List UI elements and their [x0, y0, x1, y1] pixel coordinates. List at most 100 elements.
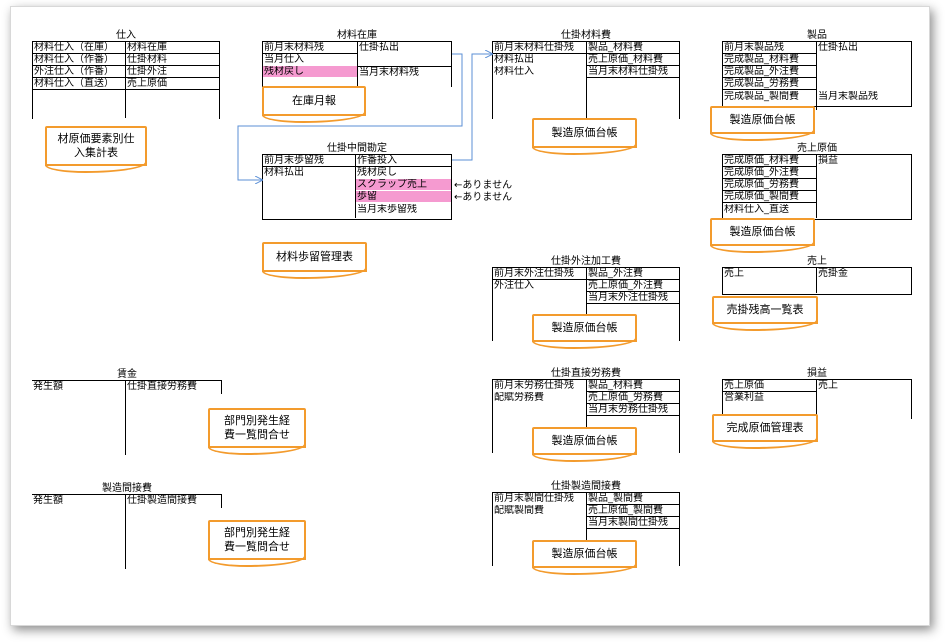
account-uriage-genka: 売上原価 完成原価_材料費 完成原価_外注費 完成原価_労務費 完成原価_製間費… — [722, 143, 912, 220]
debit-item: 完成製品_材料費 — [723, 54, 816, 66]
credit-item: 売上原価_材料費 — [587, 54, 679, 66]
document-cost-ledger-4: 製造原価台帳 — [532, 314, 637, 349]
debit-item: 営業利益 — [724, 392, 764, 403]
account-title: 売上原価 — [797, 143, 837, 154]
credit-item: 当月末製品残 — [818, 91, 878, 102]
document-completed-cost: 完成原価管理表 — [712, 414, 818, 449]
credit-item: 売上原価_製間費 — [587, 505, 679, 517]
credit-item: 当月末歩留残 — [357, 204, 417, 215]
debit-item: 完成製品_労務費 — [723, 78, 816, 90]
debit-item: 当月仕入 — [264, 54, 304, 65]
account-title: 売上 — [807, 256, 827, 267]
document-dept-expense-1: 部門別発生経費一覧問合せ — [208, 408, 306, 455]
debit-item: 売上 — [724, 268, 744, 279]
debit-item: 完成製品_製間費 — [724, 91, 799, 102]
account-gaichu: 仕掛外注加工費 前月末外注仕掛残 外注仕入 製品_外注費 売上原価_外注費 当月… — [492, 256, 680, 341]
debit-item: 前月末外注仕掛残 — [493, 268, 586, 280]
account-title: 仕入 — [116, 30, 136, 41]
debit-item: 売上原価 — [723, 380, 816, 392]
document-cost-ledger-3: 製造原価台帳 — [710, 218, 815, 253]
debit-item: 発生額 — [33, 495, 63, 506]
account-title: 仕掛製造間接費 — [551, 481, 621, 492]
credit-item: 当月末材料残 — [358, 66, 451, 78]
debit-item: 外注仕入 — [494, 280, 534, 291]
document-zaiko-report: 在庫月報 — [262, 86, 366, 123]
credit-item: 製品_製間費 — [587, 493, 679, 505]
credit-item: 売掛金 — [818, 268, 848, 279]
account-chukan: 仕掛中間勘定 前月末歩留残 材料払出 作番投入 残材戻し スクラップ売上 歩留 … — [262, 143, 452, 220]
debit-item: 完成原価_外注費 — [723, 167, 816, 179]
debit-item: 完成原価_労務費 — [723, 179, 816, 191]
debit-item: 材料仕入（在庫） — [33, 42, 125, 54]
debit-item: 材料仕入（作番） — [33, 54, 125, 66]
credit-item: 製品_材料費 — [587, 42, 679, 54]
credit-item: 仕掛外注 — [126, 66, 219, 78]
document-dept-expense-2: 部門別発生経費一覧問合せ — [208, 520, 306, 567]
debit-item: 材料払出 — [264, 167, 304, 178]
debit-item: 前月末製品残 — [723, 42, 816, 54]
account-shiire: 仕入 材料仕入（在庫） 材料仕入（作番） 外注仕入（作番） 材料仕入（直送） 材… — [32, 30, 220, 119]
credit-item: 当月末外注仕掛残 — [587, 292, 679, 304]
account-romu: 仕掛直接労務費 前月末労務仕掛残 配賦労務費 製品_材料費 売上原価_労務費 当… — [492, 368, 680, 453]
debit-item: 完成製品_外注費 — [723, 66, 816, 78]
debit-item: 材料仕入 — [494, 66, 534, 77]
document-cost-ledger-1: 製造原価台帳 — [532, 118, 637, 155]
credit-item: 仕掛払出 — [359, 42, 399, 53]
debit-item: 前月末材料仕掛残 — [493, 42, 586, 54]
account-zaiko: 材料在庫 前月末材料残 当月仕入 残材戻し 仕掛払出 当月末材料残 — [262, 30, 452, 87]
credit-item: 製品_材料費 — [587, 380, 679, 392]
debit-item: 前月末労務仕掛残 — [494, 380, 574, 391]
credit-item: 残材戻し — [357, 167, 397, 178]
account-title: 製品 — [807, 30, 827, 41]
debit-item: 材料払出 — [494, 54, 534, 65]
credit-item: 仕掛直接労務費 — [127, 381, 197, 392]
debit-item: 発生額 — [33, 381, 63, 392]
debit-item: 前月末歩留残 — [263, 155, 355, 167]
account-uriage: 売上 売上 売掛金 — [722, 256, 912, 295]
debit-item-highlight: 残材戻し — [263, 66, 357, 77]
account-title: 仕掛中間勘定 — [327, 143, 387, 154]
account-soneki: 損益 売上原価 営業利益 売上 — [722, 368, 912, 419]
credit-item: 損益 — [818, 155, 838, 166]
credit-item: 売上原価 — [126, 78, 219, 90]
credit-item: 仕掛製造間接費 — [127, 495, 197, 506]
credit-item: 仕掛材料 — [126, 54, 219, 66]
arrow-chukan-to-shikake — [452, 54, 492, 161]
credit-item: 作番投入 — [356, 155, 451, 167]
credit-item: 仕掛払出 — [818, 42, 858, 53]
credit-item-highlight: 歩留 — [356, 191, 451, 202]
debit-item: 配賦製間費 — [494, 505, 544, 516]
credit-item: 材料在庫 — [126, 42, 219, 54]
account-title: 製造間接費 — [102, 483, 152, 494]
account-title: 仕掛材料費 — [561, 30, 611, 41]
credit-item: 売上原価_外注費 — [587, 280, 679, 292]
arrow-zaiko-to-chukan — [237, 53, 463, 180]
document-cost-ledger-2: 製造原価台帳 — [710, 106, 815, 141]
credit-item: 当月末製間仕掛残 — [587, 517, 679, 529]
debit-item: 配賦労務費 — [494, 392, 544, 403]
debit-item: 前月末製間仕掛残 — [494, 493, 574, 504]
document-cost-ledger-6: 製造原価台帳 — [532, 540, 637, 575]
debit-item: 材料仕入（直送） — [33, 78, 125, 90]
credit-item: 当月末労務仕掛残 — [587, 404, 679, 416]
credit-item: 製品_外注費 — [587, 268, 679, 280]
document-budomari: 材料歩留管理表 — [262, 242, 367, 279]
credit-item-highlight: スクラップ売上 — [356, 179, 451, 190]
document-cost-ledger-5: 製造原価台帳 — [532, 427, 637, 462]
debit-item: 外注仕入（作番） — [33, 66, 125, 78]
account-title: 仕掛直接労務費 — [551, 368, 621, 379]
account-seikan: 仕掛製造間接費 前月末製間仕掛残 配賦製間費 製品_製間費 売上原価_製間費 当… — [492, 481, 680, 566]
document-shiire-summary: 材原価要素別仕入集計表 — [45, 126, 147, 173]
account-shikake-zairyo: 仕掛材料費 前月末材料仕掛残 材料払出 材料仕入 製品_材料費 売上原価_材料費… — [492, 30, 680, 119]
debit-item: 完成原価_材料費 — [723, 155, 816, 167]
note-scrap: ←ありません — [454, 180, 513, 191]
account-title: 賃金 — [117, 369, 137, 380]
note-budomari: ←ありません — [454, 192, 513, 203]
debit-item: 完成原価_製間費 — [723, 191, 816, 203]
credit-item: 売上原価_労務費 — [587, 392, 679, 404]
debit-item: 材料仕入_直送 — [724, 204, 789, 215]
account-seihin: 製品 前月末製品残 完成製品_材料費 完成製品_外注費 完成製品_労務費 完成製… — [722, 30, 912, 110]
account-title: 仕掛外注加工費 — [551, 256, 621, 267]
account-title: 材料在庫 — [337, 30, 377, 41]
